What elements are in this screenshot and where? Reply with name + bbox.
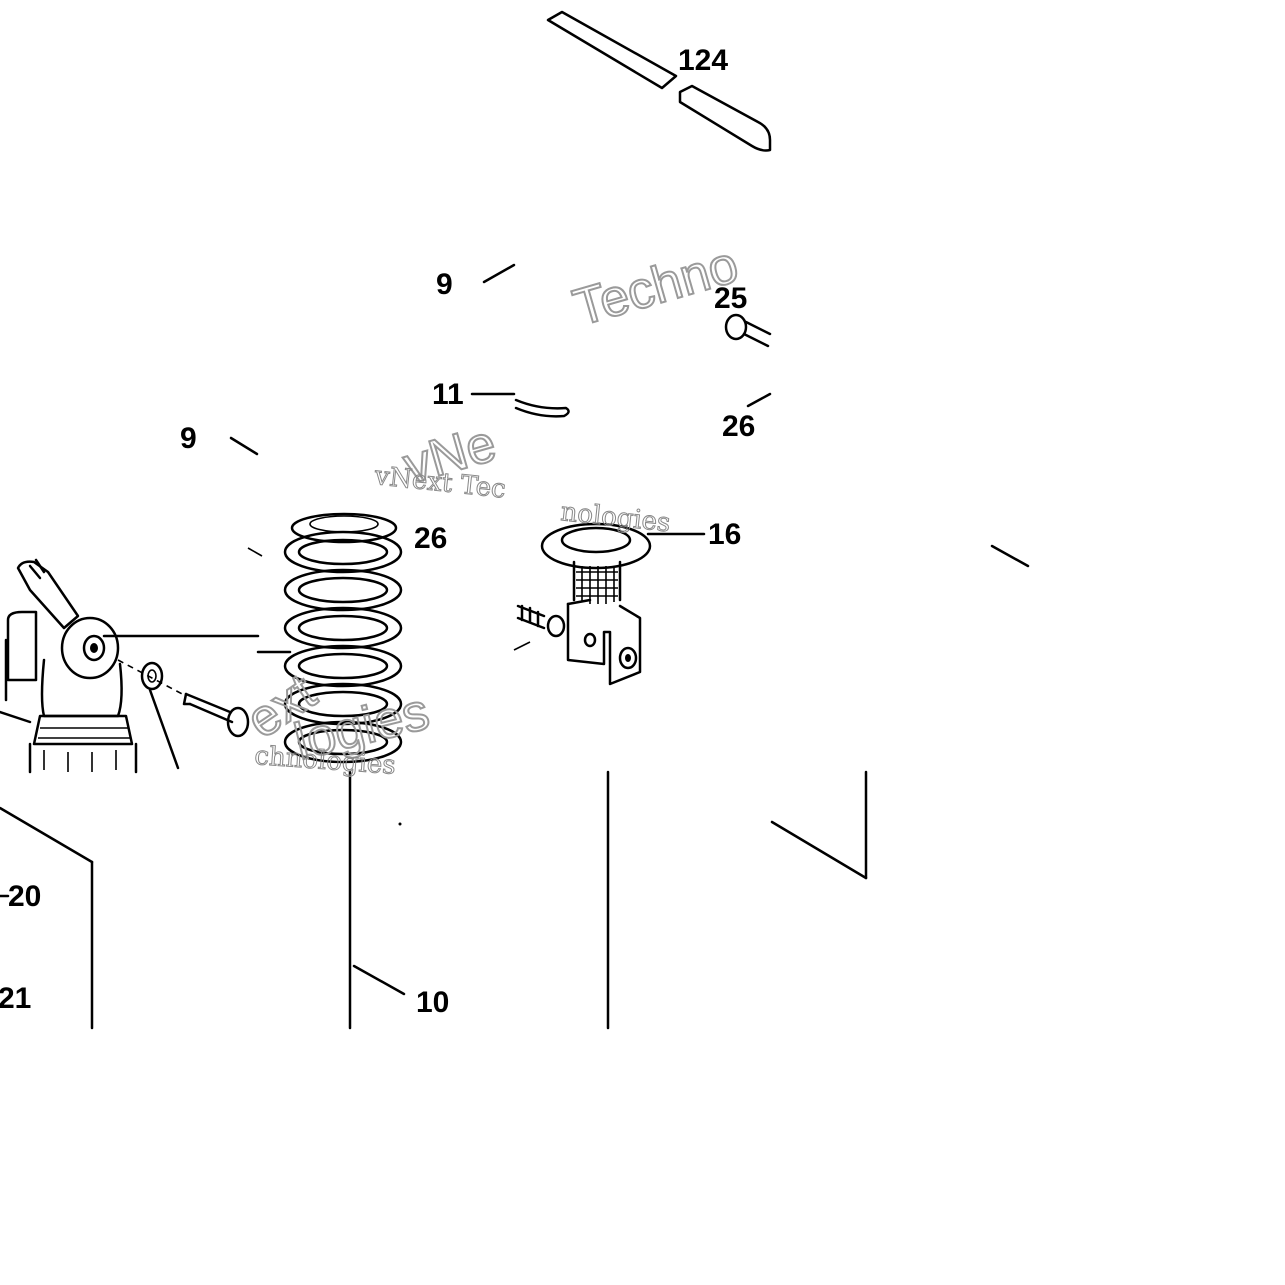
callout-20: 20 [8, 880, 41, 913]
coil-spring [247, 512, 406, 772]
callout-labels: 124 9 25 11 26 9 26 16 20 21 10 [0, 44, 755, 1019]
part-16-upper-mount [513, 500, 706, 690]
callout-124: 124 [678, 44, 728, 77]
part-11-clip [514, 398, 570, 418]
callout-21: 21 [0, 982, 31, 1015]
watermark: Techno vNe vNext Tec nologies ext logies… [235, 235, 745, 782]
callout-26-left: 26 [414, 522, 447, 555]
callout-25: 25 [714, 282, 747, 315]
callout-11: 11 [432, 378, 464, 411]
part-25-bolt [724, 313, 772, 348]
callout-10: 10 [416, 986, 449, 1019]
callout-9-upper: 9 [436, 268, 453, 301]
part-124-strap [546, 10, 772, 152]
shock-absorber-body [0, 558, 292, 774]
callout-16: 16 [708, 518, 741, 551]
callout-26-right: 26 [722, 410, 755, 443]
callout-9-left: 9 [180, 422, 197, 455]
